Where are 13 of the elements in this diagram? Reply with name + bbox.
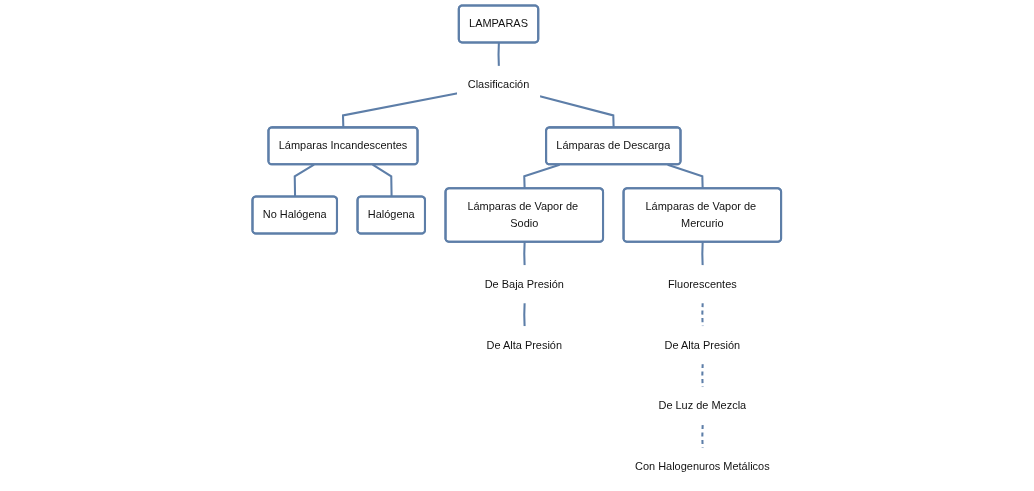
node-text: Con Halogenuros Metálicos	[635, 460, 770, 473]
connector	[701, 242, 704, 267]
node-text: De Baja Presión	[484, 278, 565, 290]
connector	[523, 242, 526, 267]
connector	[342, 92, 459, 128]
node-text: Fluorescentes	[668, 278, 737, 290]
node-text: De Alta Presión	[486, 338, 563, 351]
node-text: Clasificación	[467, 78, 530, 91]
connector	[523, 303, 526, 327]
connector	[539, 95, 615, 128]
node-text: De Luz de Mezcla	[658, 399, 747, 412]
connector	[497, 42, 501, 67]
node-text: De Alta Presión	[664, 338, 741, 351]
